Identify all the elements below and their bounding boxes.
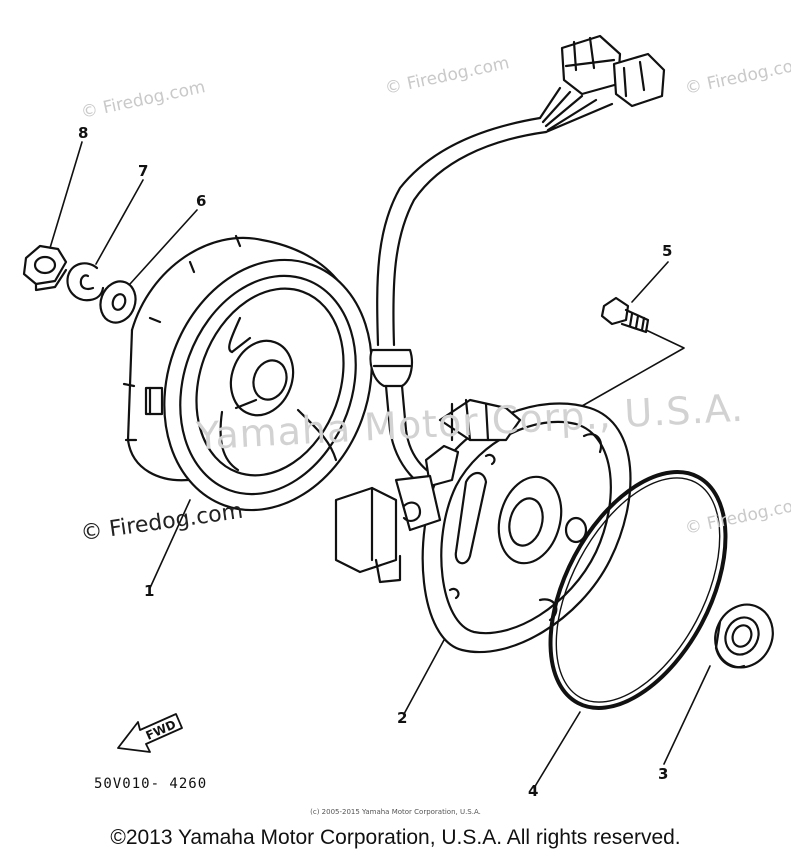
bolt-part-5	[600, 296, 650, 334]
part-code: 50V010- 4260	[94, 776, 208, 792]
wiring-harness	[369, 34, 666, 498]
nut-part-8	[22, 244, 68, 292]
flywheel-rotor-part-1	[122, 234, 373, 512]
callout-4: 4	[528, 782, 539, 800]
fine-print: (c) 2005-2015 Yamaha Motor Corporation, …	[310, 808, 481, 816]
callout-6: 6	[196, 192, 207, 210]
callout-2: 2	[397, 709, 408, 727]
callout-7: 7	[138, 162, 149, 180]
stator-part-2	[334, 398, 632, 654]
callout-5: 5	[662, 242, 673, 260]
callout-1: 1	[144, 582, 155, 600]
bearing-part-3	[714, 603, 774, 669]
callout-8: 8	[78, 124, 89, 142]
copyright-notice: ©2013 Yamaha Motor Corporation, U.S.A. A…	[110, 826, 681, 849]
o-ring-part-4	[548, 470, 728, 710]
lock-washer-part-7	[66, 262, 105, 302]
plain-washer-part-6	[99, 280, 137, 324]
callout-3: 3	[658, 765, 669, 783]
forward-direction-arrow	[117, 713, 183, 753]
